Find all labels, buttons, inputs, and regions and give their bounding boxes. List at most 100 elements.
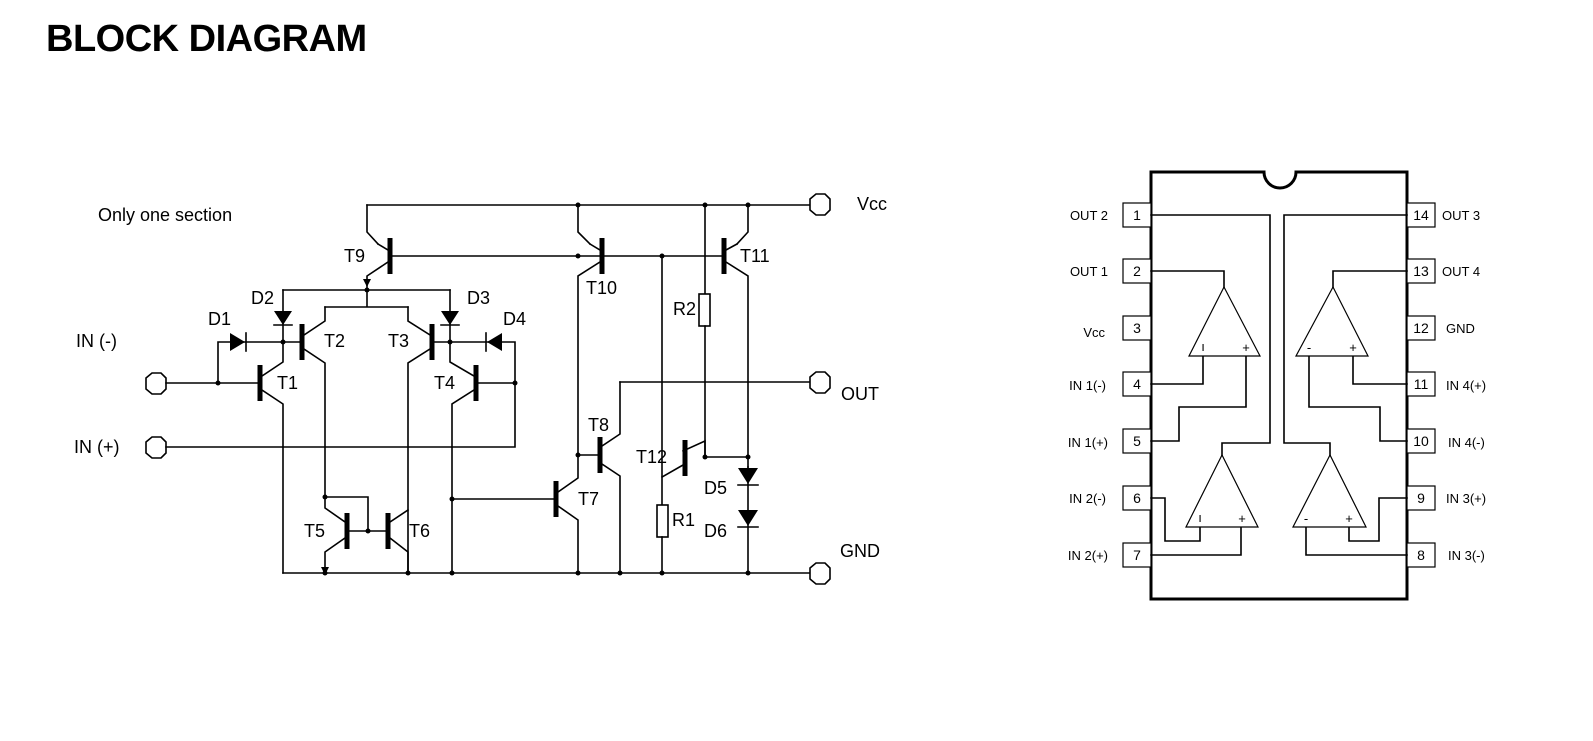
diode-d3: D3: [440, 288, 490, 343]
svg-text:11: 11: [1414, 376, 1429, 392]
transistor-t1: T1: [257, 341, 298, 574]
svg-text:T2: T2: [324, 331, 345, 351]
svg-text:D2: D2: [251, 288, 274, 308]
svg-text:OUT 3: OUT 3: [1442, 208, 1480, 223]
svg-text:1: 1: [1133, 207, 1141, 223]
diode-d6: D6: [704, 510, 759, 541]
svg-text:3: 3: [1133, 320, 1141, 336]
svg-text:+: +: [1242, 340, 1250, 355]
svg-text:T6: T6: [409, 521, 430, 541]
vcc-label: Vcc: [857, 194, 887, 214]
svg-text:+: +: [1349, 340, 1357, 355]
transistor-t2: T2: [299, 306, 345, 498]
in-pos-label: IN (+): [74, 437, 120, 457]
svg-text:-: -: [1304, 511, 1308, 526]
svg-text:-: -: [1307, 340, 1311, 355]
transistor-t7: T7: [451, 454, 599, 574]
svg-text:T12: T12: [636, 447, 667, 467]
section-note: Only one section: [98, 205, 232, 225]
svg-text:IN 3(+): IN 3(+): [1446, 491, 1486, 506]
diode-d2: D2: [251, 288, 293, 343]
pin-4: 4 IN 1(-): [1069, 371, 1152, 397]
svg-text:ı: ı: [1198, 510, 1202, 525]
svg-text:10: 10: [1413, 433, 1429, 449]
in-neg-terminal[interactable]: IN (-): [76, 331, 259, 395]
opamp-4: - +: [1294, 285, 1369, 357]
gnd-terminal[interactable]: GND: [809, 541, 880, 585]
svg-text:T4: T4: [434, 373, 455, 393]
svg-text:R2: R2: [673, 299, 696, 319]
svg-text:T11: T11: [740, 246, 770, 266]
pin-6: 6 IN 2(-): [1069, 485, 1152, 511]
diode-d4: D4: [434, 309, 526, 384]
svg-text:6: 6: [1133, 490, 1141, 506]
svg-text:5: 5: [1133, 433, 1141, 449]
svg-text:IN 2(-): IN 2(-): [1069, 491, 1106, 506]
out-label: OUT: [841, 384, 879, 404]
transistor-t11: T11: [721, 238, 770, 468]
svg-text:T7: T7: [578, 489, 599, 509]
transistor-t3: T3: [388, 306, 435, 574]
junction-dots: [215, 202, 751, 576]
pin-5: 5IN 1(+): [1068, 428, 1152, 454]
vcc-rail: [366, 204, 811, 295]
transistor-t4: T4: [434, 341, 479, 574]
svg-text:T9: T9: [344, 246, 365, 266]
svg-text:R1: R1: [672, 510, 695, 530]
svg-text:IN 4(+): IN 4(+): [1446, 378, 1486, 393]
schematic: Only one section Vcc OUT GND IN (-): [74, 193, 887, 585]
diode-d1: D1: [208, 309, 300, 384]
pin-8: 8 IN 3(-): [1406, 542, 1485, 568]
in-pos-terminal[interactable]: IN (+): [74, 382, 516, 459]
svg-text:D4: D4: [503, 309, 526, 329]
svg-text:8: 8: [1417, 547, 1425, 563]
transistor-t5: T5: [304, 496, 350, 575]
svg-text:12: 12: [1413, 320, 1429, 336]
in-neg-label: IN (-): [76, 331, 117, 351]
svg-text:T5: T5: [304, 521, 325, 541]
svg-text:IN 2(+): IN 2(+): [1068, 548, 1108, 563]
svg-text:OUT 2: OUT 2: [1070, 208, 1108, 223]
pin-9: 9 IN 3(+): [1406, 485, 1486, 511]
svg-text:GND: GND: [1446, 321, 1475, 336]
pin-1: 1 OUT 2: [1070, 202, 1152, 228]
svg-text:D1: D1: [208, 309, 231, 329]
svg-text:T10: T10: [586, 278, 617, 298]
gnd-label: GND: [840, 541, 880, 561]
svg-text:ı: ı: [1201, 339, 1205, 354]
svg-text:D3: D3: [467, 288, 490, 308]
svg-text:T8: T8: [588, 415, 609, 435]
svg-text:IN 1(-): IN 1(-): [1069, 378, 1106, 393]
svg-text:4: 4: [1133, 376, 1141, 392]
svg-text:+: +: [1345, 511, 1353, 526]
internal-wiring: [1150, 214, 1408, 556]
svg-text:9: 9: [1417, 490, 1425, 506]
transistor-t10: T10: [577, 238, 617, 456]
vcc-terminal[interactable]: Vcc: [809, 193, 887, 216]
pin-11: 11 IN 4(+): [1406, 371, 1486, 397]
opamp-3: - +: [1292, 453, 1367, 528]
transistor-t12: T12: [636, 255, 749, 506]
transistor-t9: T9: [344, 238, 723, 287]
svg-text:D6: D6: [704, 521, 727, 541]
pin-7: 7 IN 2(+): [1068, 542, 1152, 568]
svg-text:7: 7: [1133, 547, 1141, 563]
opamp-2: ı +: [1185, 453, 1259, 528]
transistor-t6: T6: [324, 496, 430, 574]
page-title: BLOCK DIAGRAM: [46, 18, 367, 60]
pin-12: 12 GND: [1406, 315, 1475, 341]
svg-text:OUT 1: OUT 1: [1070, 264, 1108, 279]
resistor-r2: R2: [673, 293, 711, 458]
svg-text:IN 3(-): IN 3(-): [1448, 548, 1485, 563]
resistor-r1: R1: [656, 504, 695, 574]
svg-text:D5: D5: [704, 478, 727, 498]
opamp-1: ı +: [1188, 285, 1261, 357]
out-terminal[interactable]: OUT: [619, 371, 879, 404]
